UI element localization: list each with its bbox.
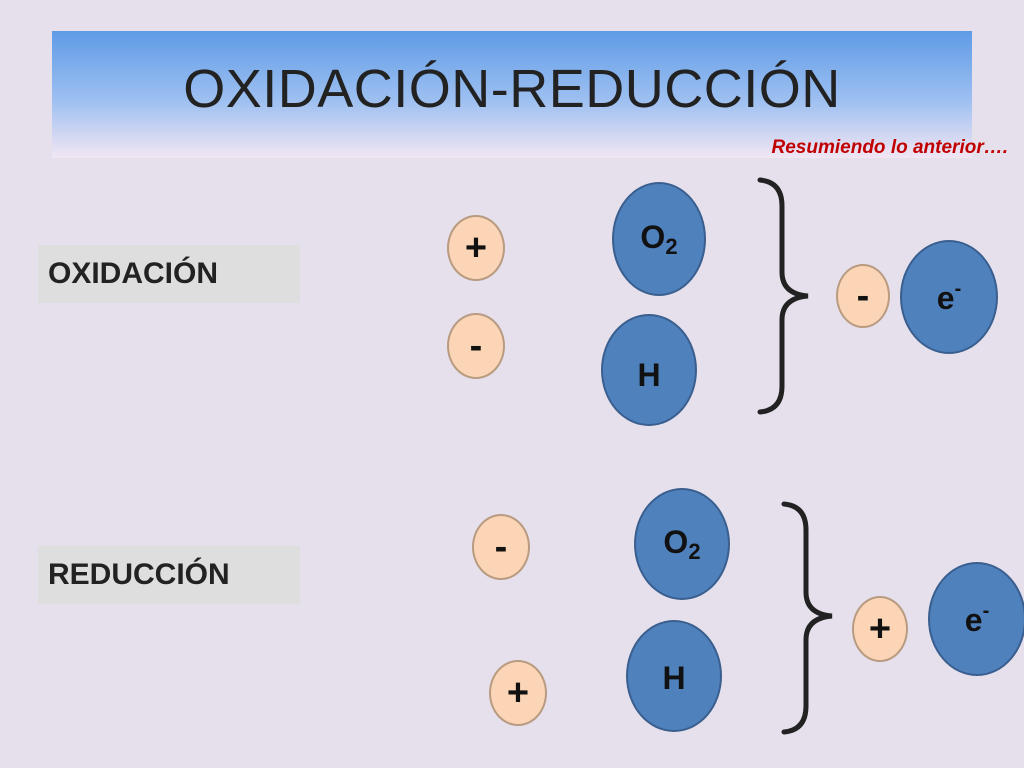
title-band <box>52 31 972 158</box>
reduction-h-charge: + <box>489 660 547 726</box>
reduction-label: REDUCCIÓN <box>48 558 230 591</box>
electron-symbol: e- <box>936 277 962 316</box>
o2-symbol: O2 <box>663 523 701 564</box>
reduction-label-box: REDUCCIÓN <box>38 546 300 604</box>
oxidation-o2-atom: O2 <box>612 182 706 296</box>
oxidation-electron: e- <box>900 240 998 354</box>
reduction-h-atom: H <box>626 620 722 732</box>
electron-symbol: e- <box>964 599 990 638</box>
reduction-brace <box>781 501 833 735</box>
oxidation-h-charge: - <box>447 313 505 379</box>
o2-symbol: O2 <box>640 218 678 259</box>
oxidation-electron-charge: - <box>836 264 890 328</box>
reduction-electron-charge: + <box>852 596 908 662</box>
oxidation-label: OXIDACIÓN <box>48 257 219 290</box>
h-symbol: H <box>662 659 686 696</box>
h-symbol: H <box>637 356 661 393</box>
reduction-o2-atom: O2 <box>634 488 730 600</box>
oxidation-o2-charge: + <box>447 215 505 281</box>
subtitle: Resumiendo lo anterior…. <box>771 137 1008 158</box>
oxidation-brace <box>757 177 809 415</box>
page-title: OXIDACIÓN-REDUCCIÓN <box>183 59 841 119</box>
oxidation-h-atom: H <box>601 314 697 426</box>
reduction-o2-charge: - <box>472 514 530 580</box>
reduction-electron: e- <box>928 562 1024 676</box>
oxidation-label-box: OXIDACIÓN <box>38 245 300 303</box>
